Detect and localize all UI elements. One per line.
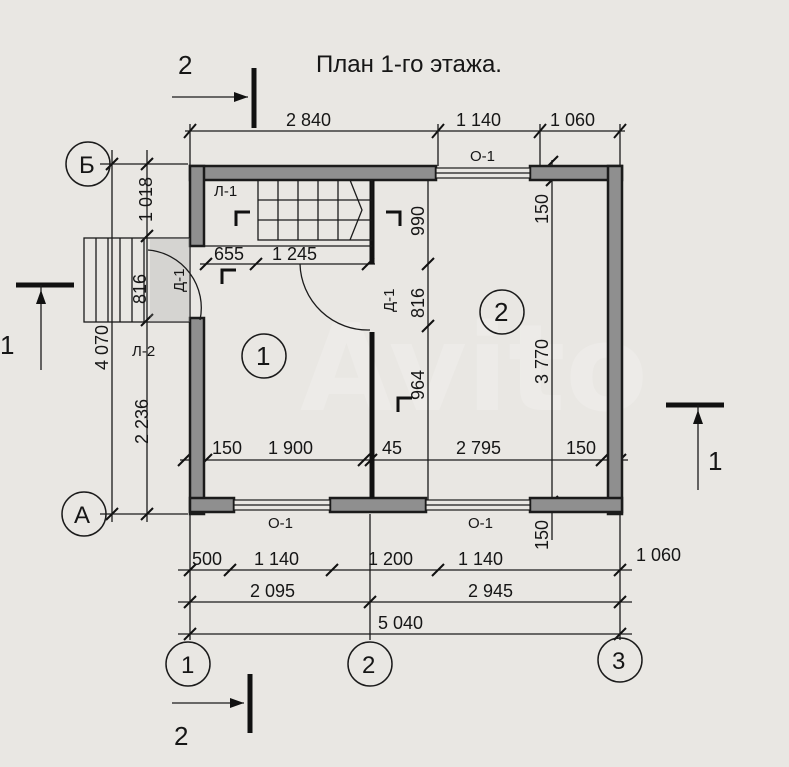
watermark-text: Avito [300, 300, 648, 439]
dim-bot-500: 500 [192, 549, 222, 569]
axis-1-marker: 1 [165, 641, 211, 687]
dim-inner-816: 816 [408, 288, 428, 318]
room-2-label: 2 [494, 297, 508, 327]
section-mark-bottom-number: 2 [174, 721, 188, 751]
dim-row-150-left: 150 [212, 438, 242, 458]
dim-inner-990: 990 [408, 206, 428, 236]
axis-2-marker: 2 [347, 641, 393, 687]
stair-l1-label: Л-1 [214, 183, 237, 200]
door-d1-mid-label: Д-1 [381, 289, 398, 313]
dimension-lines [100, 123, 632, 641]
section-mark-left-number: 1 [0, 330, 14, 360]
door-d1-left-label: Д-1 [171, 269, 188, 293]
axis-2-label: 2 [362, 652, 375, 679]
axis-3-label: 3 [612, 648, 625, 675]
dim-top-2840: 2 840 [286, 110, 331, 130]
stair-l1 [220, 179, 412, 412]
door-swings [147, 249, 371, 331]
dim-bot-2095: 2 095 [250, 581, 295, 601]
axis-b-marker: Б [65, 141, 111, 187]
room-1-marker: 1 [241, 333, 287, 379]
dim-row-1900: 1 900 [268, 438, 313, 458]
dim-inner-3770: 3 770 [532, 339, 552, 384]
dim-left-816: 816 [130, 274, 150, 304]
axis-3-marker: 3 [597, 637, 643, 683]
dim-bot-5040: 5 040 [378, 613, 423, 633]
dim-inner-655: 655 [214, 244, 244, 264]
axis-a-marker: А [61, 491, 107, 537]
axis-a-label: А [74, 502, 90, 529]
dim-bot-2945: 2 945 [468, 581, 513, 601]
dim-row-2795: 2 795 [456, 438, 501, 458]
section-mark-right: 1 [666, 402, 724, 490]
dim-inner-1245: 1 245 [272, 244, 317, 264]
dim-top-1060: 1 060 [550, 110, 595, 130]
dim-row-150-right: 150 [566, 438, 596, 458]
axis-1-label: 1 [181, 652, 194, 679]
dim-bot-1140-b: 1 140 [458, 549, 503, 569]
window-top-label: О-1 [470, 148, 495, 165]
section-mark-right-number: 1 [708, 446, 722, 476]
window-bottom-right-label: О-1 [468, 515, 493, 532]
room-1-label: 1 [256, 341, 270, 371]
dim-bot-1200: 1 200 [368, 549, 413, 569]
section-mark-top: 2 [172, 50, 257, 128]
stair-l2-label: Л-2 [132, 343, 155, 360]
dim-bot-1060: 1 060 [636, 545, 681, 565]
room-2-marker: 2 [479, 289, 525, 335]
dim-inner-964: 964 [408, 370, 428, 400]
walls [188, 164, 624, 516]
dim-left-2236: 2 236 [132, 399, 152, 444]
dim-inner-150-top: 150 [532, 194, 552, 224]
dim-top-1140: 1 140 [456, 110, 501, 130]
section-mark-top-number: 2 [178, 50, 192, 80]
window-bottom-left-label: О-1 [268, 515, 293, 532]
plan-title: План 1-го этажа. [316, 51, 502, 78]
dim-bot-1140-a: 1 140 [254, 549, 299, 569]
section-mark-left: 1 [0, 282, 74, 370]
dim-left-1018: 1 018 [136, 177, 156, 222]
dim-row-45: 45 [382, 438, 402, 458]
axis-b-label: Б [79, 152, 95, 179]
dim-left-4070: 4 070 [92, 325, 112, 370]
section-mark-bottom: 2 [172, 674, 253, 751]
dim-bot-150: 150 [532, 520, 552, 550]
